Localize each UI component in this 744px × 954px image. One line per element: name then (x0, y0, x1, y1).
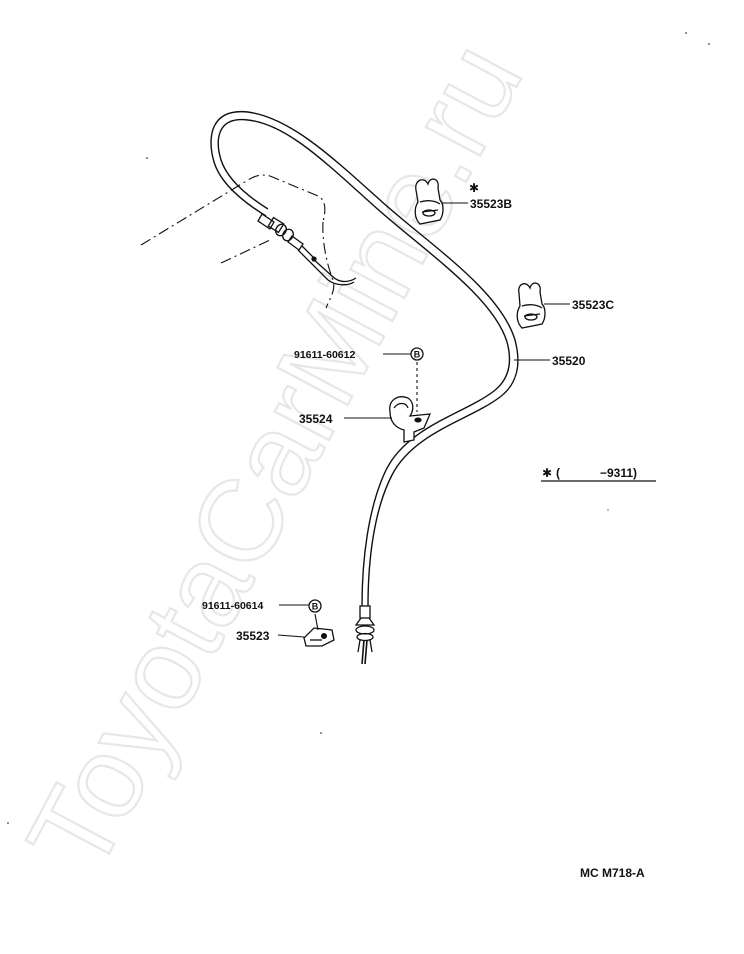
legend-range: −9311) (600, 466, 637, 480)
callout-b-upper: B (414, 350, 421, 360)
label-35524: 35524 (299, 412, 333, 426)
callout-circle-b-lower (308, 599, 322, 613)
bracket-35523 (303, 627, 335, 647)
label-91611-60612: 91611-60612 (294, 349, 355, 361)
cable-upper-end-fitting (257, 213, 357, 286)
bolt-91611-60612: B (410, 347, 424, 412)
clip-35523c (516, 282, 546, 329)
label-91611-60614: 91611-60614 (202, 600, 263, 612)
scan-specks (7, 32, 710, 824)
figure-code: MC M718-A (580, 866, 645, 880)
cable-sheath-inner (217, 118, 511, 607)
leader-35523 (277, 634, 305, 638)
leader-lines (277, 202, 570, 638)
callout-b-lower: B (312, 602, 319, 612)
label-35523b-marker: ✱ (469, 181, 479, 195)
phantom-panel-outline (140, 174, 335, 309)
clamp-35524 (389, 396, 432, 443)
legend-open-paren: ( (556, 466, 560, 480)
control-cable (210, 111, 519, 607)
label-35523c: 35523C (572, 298, 614, 312)
watermark-text: ToyotaCarMine.ru (2, 22, 547, 891)
legend-marker: ✱ (542, 466, 552, 480)
cable-lower-end-fitting (354, 605, 376, 665)
bolt-91611-60614: B (308, 599, 322, 631)
cable-sheath-outer (210, 111, 519, 607)
label-35523b: 35523B (470, 197, 512, 211)
clip-35523b (414, 178, 444, 225)
applicability-legend: ✱ ( −9311) (541, 466, 656, 482)
bolt-lower-axis (314, 613, 319, 631)
label-35523: 35523 (236, 629, 270, 643)
label-35520: 35520 (552, 354, 586, 368)
